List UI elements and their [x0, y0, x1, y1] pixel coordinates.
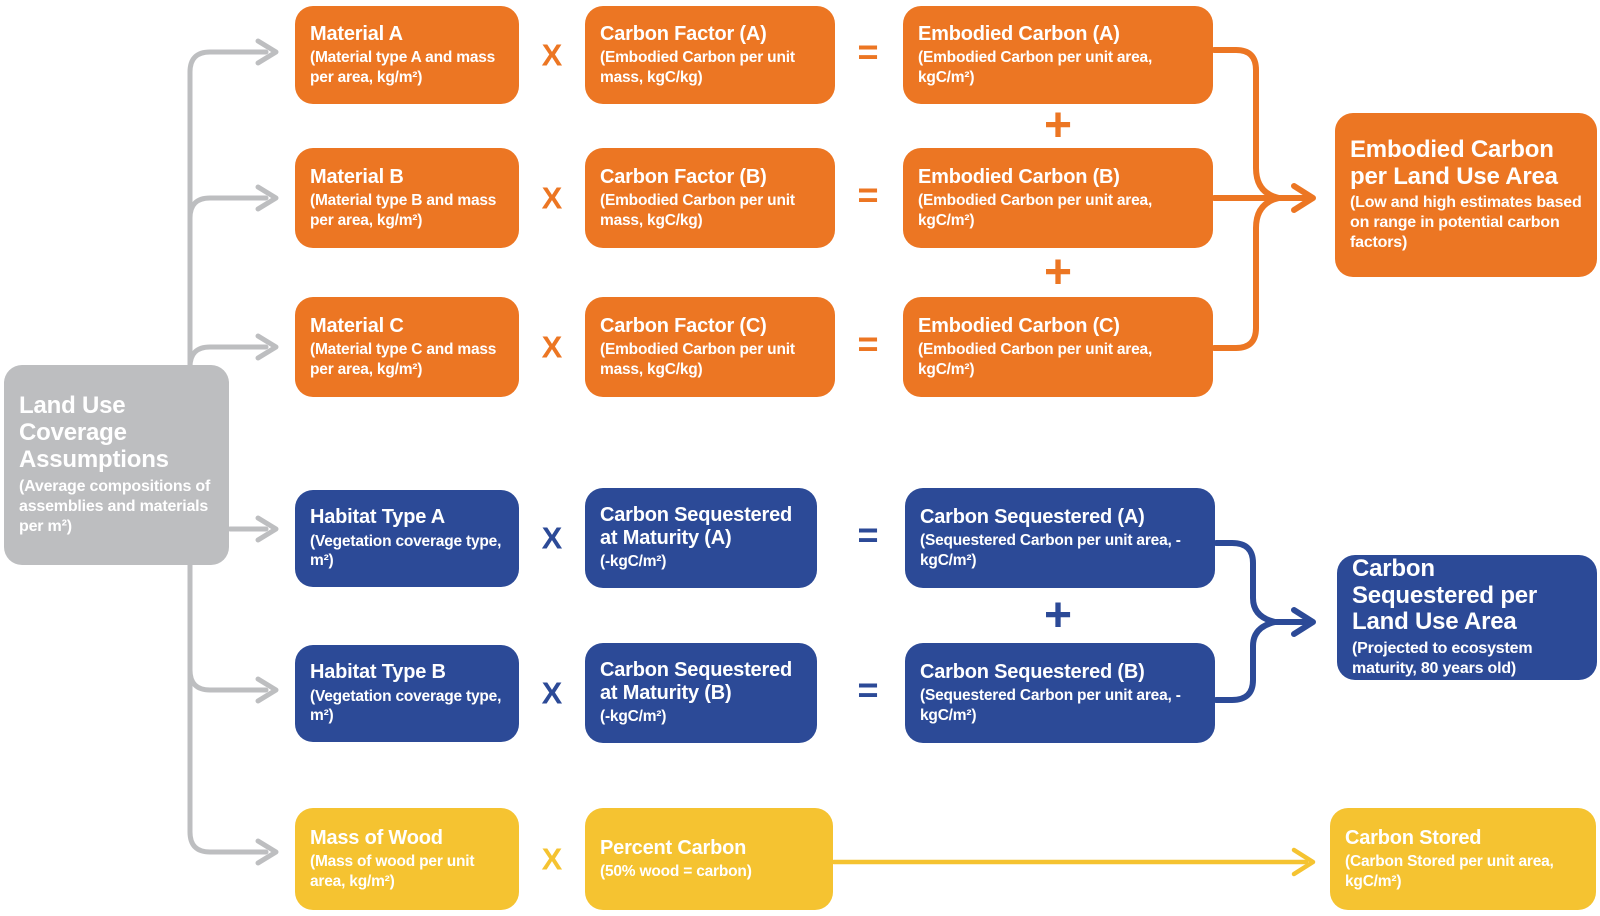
box-title: Percent Carbon — [600, 836, 747, 859]
plus-operator: + — [1043, 99, 1073, 152]
box-title: Carbon Sequestered at Maturity (B) — [600, 659, 793, 704]
arrowhead-icon — [255, 333, 279, 361]
box-subtitle: (Embodied Carbon per unit mass, kgC/kg) — [600, 192, 795, 229]
box-subtitle: (Embodied Carbon per unit area, kgC/m²) — [918, 49, 1153, 86]
box-title: Embodied Carbon (A) — [918, 22, 1120, 45]
box-subtitle: (Sequestered Carbon per unit area, -kgC/… — [920, 532, 1181, 569]
box-title: Carbon Factor (A) — [600, 22, 767, 45]
box-subtitle: (Embodied Carbon per unit area, kgC/m²) — [918, 192, 1153, 229]
box-title: Habitat Type B — [310, 661, 446, 684]
embodied-carbon-total-box: Embodied Carbon per Land Use Area (Low a… — [1335, 113, 1597, 277]
box-subtitle: (Projected to ecosystem maturity, 80 yea… — [1352, 640, 1533, 678]
land-use-assumptions-box: Land Use Coverage Assumptions (Average c… — [4, 365, 229, 565]
box-subtitle: (-kgC/m²) — [600, 553, 667, 571]
mass-of-wood-box: Mass of Wood (Mass of wood per unit area… — [295, 808, 519, 910]
box-subtitle: (Embodied Carbon per unit area, kgC/m²) — [918, 341, 1153, 378]
sequestered-factor-b-box: Carbon Sequestered at Maturity (B) (-kgC… — [585, 643, 817, 743]
multiply-operator: X — [541, 180, 563, 216]
box-subtitle: (Material type C and mass per area, kg/m… — [310, 341, 497, 378]
equals-operator: = — [857, 323, 879, 364]
plus-operator: + — [1043, 246, 1073, 299]
material-a-box: Material A (Material type A and mass per… — [295, 6, 519, 104]
box-subtitle: (Embodied Carbon per unit mass, kgC/kg) — [600, 49, 795, 86]
box-subtitle: (Carbon Stored per unit area, kgC/m²) — [1345, 853, 1554, 890]
box-subtitle: (Vegetation coverage type, m²) — [310, 532, 502, 570]
equals-operator: = — [857, 669, 879, 710]
equals-operator: = — [857, 31, 879, 72]
box-subtitle: (Material type A and mass per area, kg/m… — [310, 49, 496, 86]
box-subtitle: (Average compositions of assemblies and … — [19, 477, 211, 535]
arrowhead-icon — [255, 38, 279, 66]
box-title: Embodied Carbon (B) — [918, 165, 1120, 188]
carbon-factor-c-box: Carbon Factor (C) (Embodied Carbon per u… — [585, 297, 835, 397]
habitat-type-a-box: Habitat Type A (Vegetation coverage type… — [295, 490, 519, 587]
box-subtitle: (Vegetation coverage type, m²) — [310, 687, 502, 725]
carbon-stored-box: Carbon Stored (Carbon Stored per unit ar… — [1330, 808, 1596, 910]
equals-operator: = — [857, 514, 879, 555]
box-subtitle: (Low and high estimates based on range i… — [1350, 194, 1582, 252]
arrowhead-icon — [255, 184, 279, 212]
embodied-carbon-a-box: Embodied Carbon (A) (Embodied Carbon per… — [903, 6, 1213, 104]
arrowhead-icon — [255, 838, 279, 866]
equals-operator: = — [857, 174, 879, 215]
multiply-operator: X — [541, 675, 563, 711]
box-title: Embodied Carbon (C) — [918, 314, 1120, 337]
embodied-sum-connector — [1211, 47, 1316, 351]
plus-operator: + — [1043, 589, 1073, 642]
arrowhead-icon — [255, 676, 279, 704]
carbon-factor-a-box: Carbon Factor (A) (Embodied Carbon per u… — [585, 6, 835, 104]
carbon-factor-b-box: Carbon Factor (B) (Embodied Carbon per u… — [585, 148, 835, 248]
embodied-carbon-c-box: Embodied Carbon (C) (Embodied Carbon per… — [903, 297, 1213, 397]
box-title: Carbon Factor (C) — [600, 314, 767, 337]
percent-carbon-box: Percent Carbon (50% wood = carbon) — [585, 808, 833, 910]
sequestered-sum-connector — [1213, 540, 1316, 703]
carbon-sequestered-a-box: Carbon Sequestered (A) (Sequestered Carb… — [905, 488, 1215, 588]
box-subtitle: (50% wood = carbon) — [600, 863, 752, 880]
box-title: Embodied Carbon per Land Use Area — [1350, 135, 1558, 190]
material-c-box: Material C (Material type C and mass per… — [295, 297, 519, 397]
box-title: Carbon Sequestered at Maturity (A) — [600, 504, 793, 549]
arrowhead-icon — [255, 515, 279, 543]
box-title: Carbon Sequestered (B) — [920, 660, 1145, 683]
stored-arrow-connector — [831, 847, 1316, 877]
material-b-box: Material B (Material type B and mass per… — [295, 148, 519, 248]
box-title: Carbon Factor (B) — [600, 165, 767, 188]
box-title: Material B — [310, 165, 404, 188]
multiply-operator: X — [541, 520, 563, 556]
box-title: Land Use Coverage Assumptions — [19, 392, 169, 473]
arrowhead-icon — [1291, 847, 1316, 877]
multiply-operator: X — [541, 37, 563, 73]
box-subtitle: (Embodied Carbon per unit mass, kgC/kg) — [600, 341, 795, 378]
box-title: Carbon Sequestered per Land Use Area — [1352, 554, 1538, 636]
carbon-sequestered-b-box: Carbon Sequestered (B) (Sequestered Carb… — [905, 643, 1215, 743]
box-title: Mass of Wood — [310, 826, 443, 849]
box-title: Material A — [310, 22, 403, 45]
sequestered-factor-a-box: Carbon Sequestered at Maturity (A) (-kgC… — [585, 488, 817, 588]
box-subtitle: (Material type B and mass per area, kg/m… — [310, 192, 497, 229]
embodied-carbon-b-box: Embodied Carbon (B) (Embodied Carbon per… — [903, 148, 1213, 248]
arrowhead-icon — [1291, 607, 1316, 637]
arrowhead-icon — [1291, 183, 1316, 213]
box-subtitle: (-kgC/m²) — [600, 708, 667, 726]
carbon-sequestered-total-box: Carbon Sequestered per Land Use Area (Pr… — [1337, 555, 1597, 680]
multiply-operator: X — [541, 841, 563, 877]
box-title: Material C — [310, 314, 404, 337]
habitat-type-b-box: Habitat Type B (Vegetation coverage type… — [295, 645, 519, 742]
box-subtitle: (Mass of wood per unit area, kg/m²) — [310, 853, 475, 890]
box-title: Carbon Stored — [1345, 826, 1482, 849]
box-title: Habitat Type A — [310, 506, 445, 529]
multiply-operator: X — [541, 329, 563, 365]
box-title: Carbon Sequestered (A) — [920, 505, 1145, 528]
box-subtitle: (Sequestered Carbon per unit area, -kgC/… — [920, 687, 1181, 724]
